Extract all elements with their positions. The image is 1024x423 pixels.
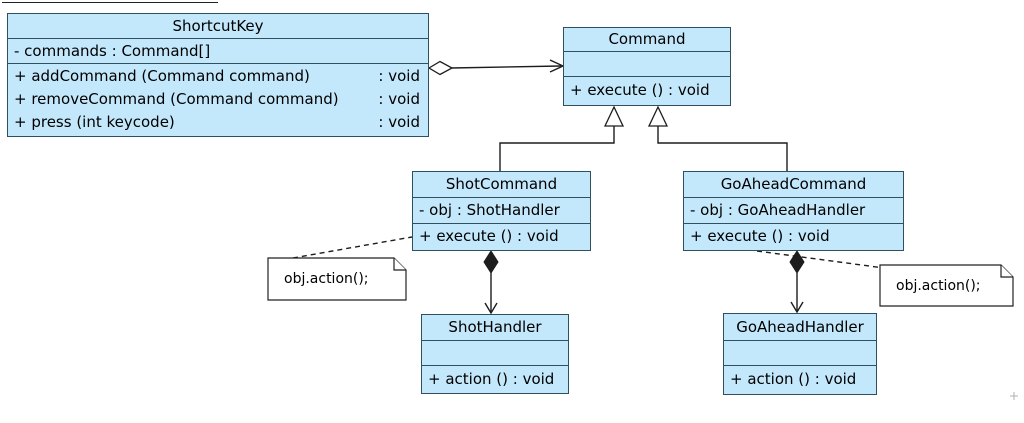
methods-compartment: + execute () : void <box>684 224 903 250</box>
class-shothandler[interactable]: ShotHandler + action () : void <box>421 314 569 394</box>
attributes-compartment <box>422 341 568 366</box>
methods-compartment: + action () : void <box>724 366 876 394</box>
note-shape-shot <box>267 257 407 301</box>
aggregation-diamond <box>427 60 454 76</box>
class-command[interactable]: Command + execute () : void <box>563 27 731 106</box>
class-name: ShortcutKey <box>8 14 428 39</box>
stray-artifact <box>1010 392 1018 400</box>
composition-connector-goaheadhandler <box>789 250 805 314</box>
class-name: ShotCommand <box>413 172 590 198</box>
method: + execute () : void <box>690 227 830 245</box>
aggregation-connector <box>427 59 565 76</box>
class-name: GoAheadHandler <box>724 314 876 341</box>
attributes-compartment: - commands : Command[] <box>8 39 428 64</box>
note-goahead[interactable]: obj.action(); <box>880 265 1013 306</box>
method: + addCommand (Command command) : void <box>8 64 428 88</box>
method: + execute () : void <box>570 81 710 99</box>
class-goaheadcommand[interactable]: GoAheadCommand - obj : GoAheadHandler + … <box>683 171 904 251</box>
method: + removeCommand (Command command) : void <box>8 88 428 111</box>
note-shot[interactable]: obj.action(); <box>268 258 406 300</box>
top-border-line <box>2 2 218 3</box>
note-text: obj.action(); <box>284 271 369 287</box>
composition-diamond <box>789 250 805 274</box>
method: + action () : void <box>730 370 857 388</box>
composition-connector-shothandler <box>483 250 499 315</box>
composition-diamond <box>483 250 499 274</box>
attributes-compartment <box>564 52 730 77</box>
methods-compartment: + execute () : void <box>564 77 730 105</box>
generalization-triangle <box>603 105 625 127</box>
method-signature: + removeCommand (Command command) <box>14 90 339 108</box>
methods-compartment: + addCommand (Command command) : void + … <box>8 64 428 136</box>
note-anchor-shot <box>292 236 413 259</box>
method-signature: + addCommand (Command command) <box>14 67 310 85</box>
method-signature: + press (int keycode) <box>14 113 175 131</box>
attributes-compartment <box>724 341 876 366</box>
method: + press (int keycode) : void <box>8 111 428 134</box>
generalization-triangle <box>647 105 669 127</box>
note-anchor-goahead <box>756 250 885 269</box>
note-shape-goahead <box>879 264 1014 307</box>
class-shotcommand[interactable]: ShotCommand - obj : ShotHandler + execut… <box>412 171 591 251</box>
method-return-type: : void <box>378 113 420 131</box>
method: + action () : void <box>428 370 555 388</box>
attributes-compartment: - obj : GoAheadHandler <box>684 198 903 224</box>
method-return-type: : void <box>378 67 420 85</box>
class-shortcutkey[interactable]: ShortcutKey - commands : Command[] + add… <box>7 13 429 137</box>
attribute: - commands : Command[] <box>14 42 211 60</box>
open-arrowhead <box>484 302 498 315</box>
generalization-connector-shotcommand <box>499 105 625 171</box>
method: + execute () : void <box>419 227 559 245</box>
note-text: obj.action(); <box>896 277 981 294</box>
class-name: GoAheadCommand <box>684 172 903 198</box>
attributes-compartment: - obj : ShotHandler <box>413 198 590 224</box>
generalization-connector-goaheadcommand <box>647 105 788 171</box>
class-name: ShotHandler <box>422 315 568 341</box>
methods-compartment: + execute () : void <box>413 224 590 250</box>
method-return-type: : void <box>378 90 420 108</box>
attribute: - obj : ShotHandler <box>419 201 560 219</box>
methods-compartment: + action () : void <box>422 366 568 393</box>
attribute: - obj : GoAheadHandler <box>690 201 866 219</box>
class-name: Command <box>564 28 730 52</box>
class-goaheadhandler[interactable]: GoAheadHandler + action () : void <box>723 313 877 395</box>
open-arrowhead <box>790 301 804 314</box>
